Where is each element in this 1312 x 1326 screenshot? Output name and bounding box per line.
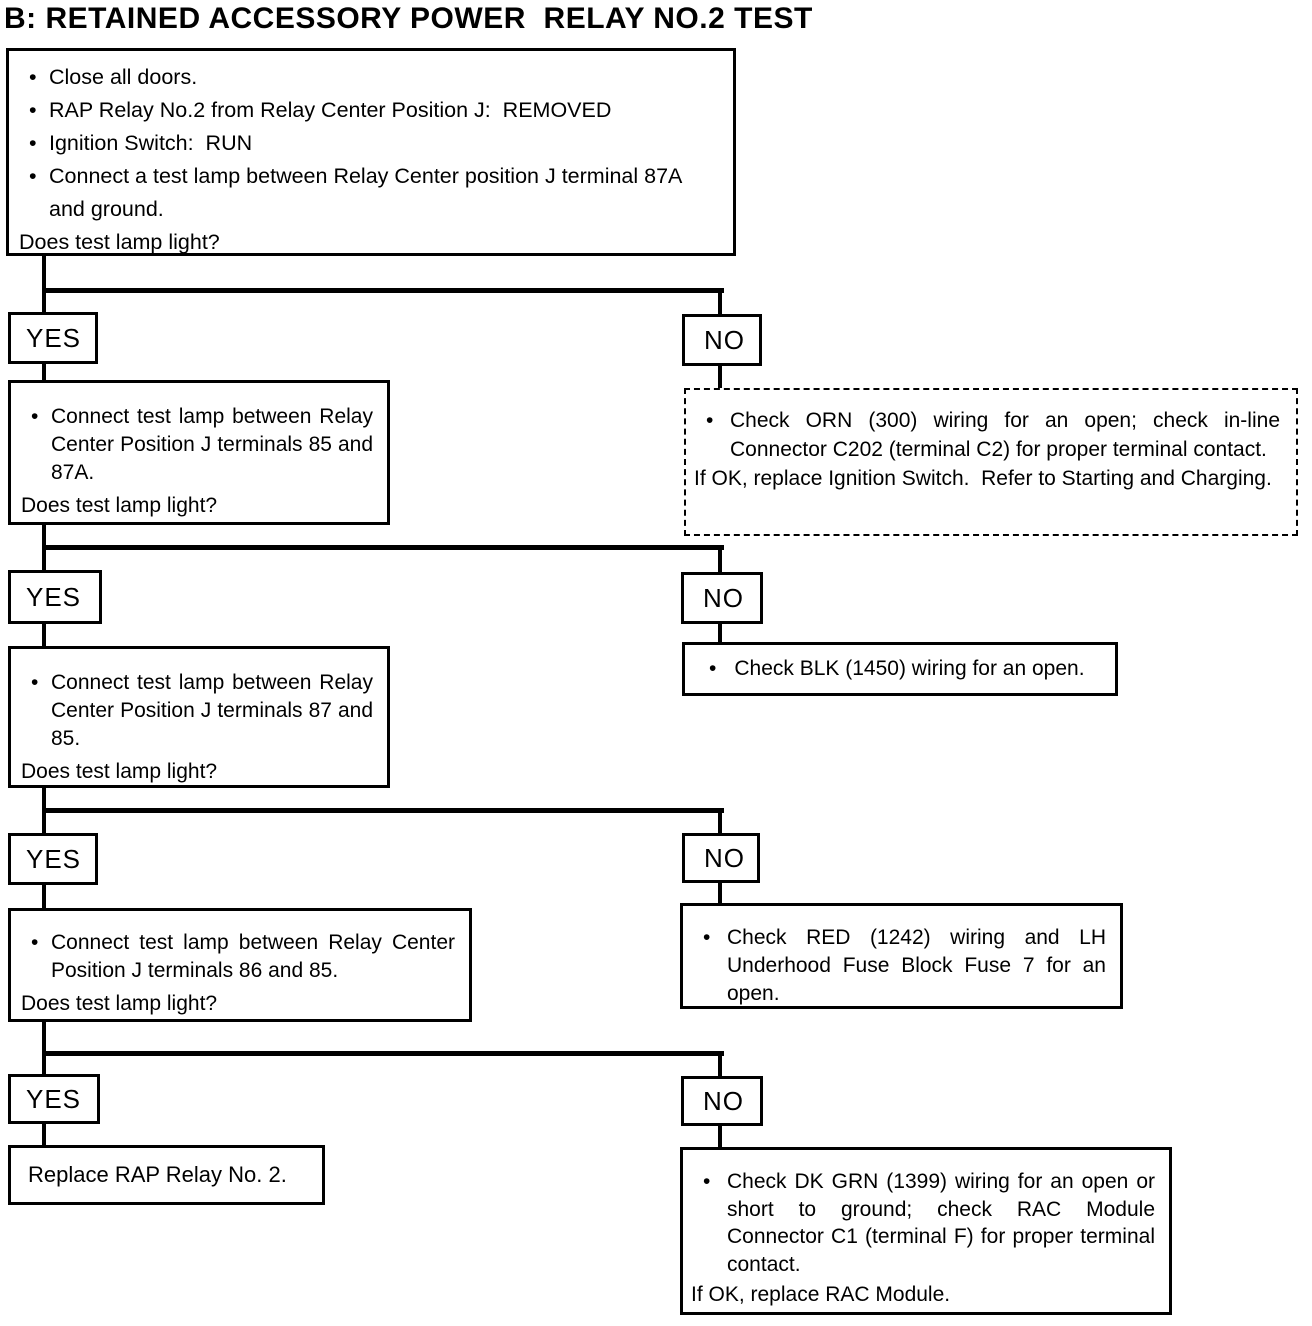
connector-line (718, 624, 722, 644)
connector-line (42, 788, 46, 810)
yes-label-2: YES (8, 570, 102, 624)
connector-line (718, 1056, 722, 1078)
connector-line (718, 883, 722, 905)
start-bullet-3: Ignition Switch: RUN (9, 127, 733, 160)
connector-line (42, 1051, 724, 1056)
action-box-1: Connect test lamp between Relay Center P… (8, 380, 390, 525)
connector-line (718, 293, 722, 315)
no-action-box-4: Check DK GRN (1399) wiring for an open o… (680, 1147, 1172, 1315)
connector-line (42, 813, 46, 835)
connector-line (42, 1056, 46, 1076)
connector-line (42, 545, 724, 550)
bullet-icon (29, 160, 37, 193)
no-label-3: NO (682, 833, 760, 883)
result-text: Replace RAP Relay No. 2. (28, 1162, 287, 1187)
no-action-footer: If OK, replace RAC Module. (691, 1283, 951, 1306)
no-action-box-2: Check BLK (1450) wiring for an open. (682, 642, 1118, 696)
no-action-text: Check BLK (1450) wiring for an open. (734, 657, 1085, 680)
no-label-1: NO (682, 314, 762, 366)
action-box-2: Connect test lamp between Relay Center P… (8, 646, 390, 788)
start-bullet-4: Connect a test lamp between Relay Center… (9, 160, 733, 226)
action-bullet: Connect test lamp between Relay Center P… (11, 669, 387, 753)
no-action-box-1: Check ORN (300) wiring for an open; chec… (684, 388, 1298, 536)
connector-line (42, 624, 46, 648)
connector-line (42, 550, 46, 572)
bullet-icon (31, 929, 38, 957)
connector-line (42, 288, 724, 293)
no-action-bullet: Check ORN (300) wiring for an open; chec… (686, 406, 1296, 464)
start-condition-box: Close all doors. RAP Relay No.2 from Rel… (6, 48, 736, 256)
connector-line (718, 813, 722, 835)
no-label-2: NO (681, 572, 763, 624)
bullet-icon (29, 61, 37, 94)
connector-line (718, 1126, 722, 1148)
connector-line (42, 885, 46, 909)
yes-label-4: YES (8, 1074, 100, 1124)
start-bullet-2: RAP Relay No.2 from Relay Center Positio… (9, 94, 733, 127)
bullet-icon (31, 669, 38, 697)
connector-line (718, 366, 722, 390)
bullet-icon (31, 403, 38, 431)
connector-line (42, 364, 46, 381)
start-question: Does test lamp light? (19, 230, 220, 254)
connector-line (718, 550, 722, 574)
yes-label-1: YES (8, 312, 98, 364)
connector-line (42, 808, 724, 813)
action-question: Does test lamp light? (21, 992, 218, 1015)
no-action-bullet: Check RED (1242) wiring and LH Underhood… (683, 924, 1120, 1008)
action-bullet: Connect test lamp between Relay Center P… (11, 929, 469, 985)
bullet-icon (685, 657, 734, 681)
action-bullet: Connect test lamp between Relay Center P… (11, 403, 387, 487)
no-action-box-3: Check RED (1242) wiring and LH Underhood… (680, 903, 1123, 1009)
connector-line (42, 256, 46, 290)
result-box-replace-relay: Replace RAP Relay No. 2. (8, 1145, 325, 1205)
bullet-icon (706, 406, 713, 435)
no-action-footer: If OK, replace Ignition Switch. Refer to… (694, 467, 1272, 490)
connector-line (42, 1124, 46, 1147)
no-action-bullet: Check DK GRN (1399) wiring for an open o… (683, 1168, 1169, 1278)
action-question: Does test lamp light? (21, 760, 218, 783)
bullet-icon (29, 127, 37, 160)
connector-line (42, 525, 46, 547)
page-title: B: RETAINED ACCESSORY POWER RELAY NO.2 T… (4, 2, 813, 35)
action-box-3: Connect test lamp between Relay Center P… (8, 908, 472, 1022)
no-label-4: NO (681, 1076, 763, 1126)
yes-label-3: YES (8, 833, 98, 885)
connector-line (42, 1022, 46, 1053)
action-question: Does test lamp light? (21, 494, 218, 517)
connector-line (42, 293, 46, 313)
bullet-icon (703, 924, 710, 952)
bullet-icon (29, 94, 37, 127)
start-bullet-1: Close all doors. (9, 61, 733, 94)
bullet-icon (703, 1168, 710, 1196)
